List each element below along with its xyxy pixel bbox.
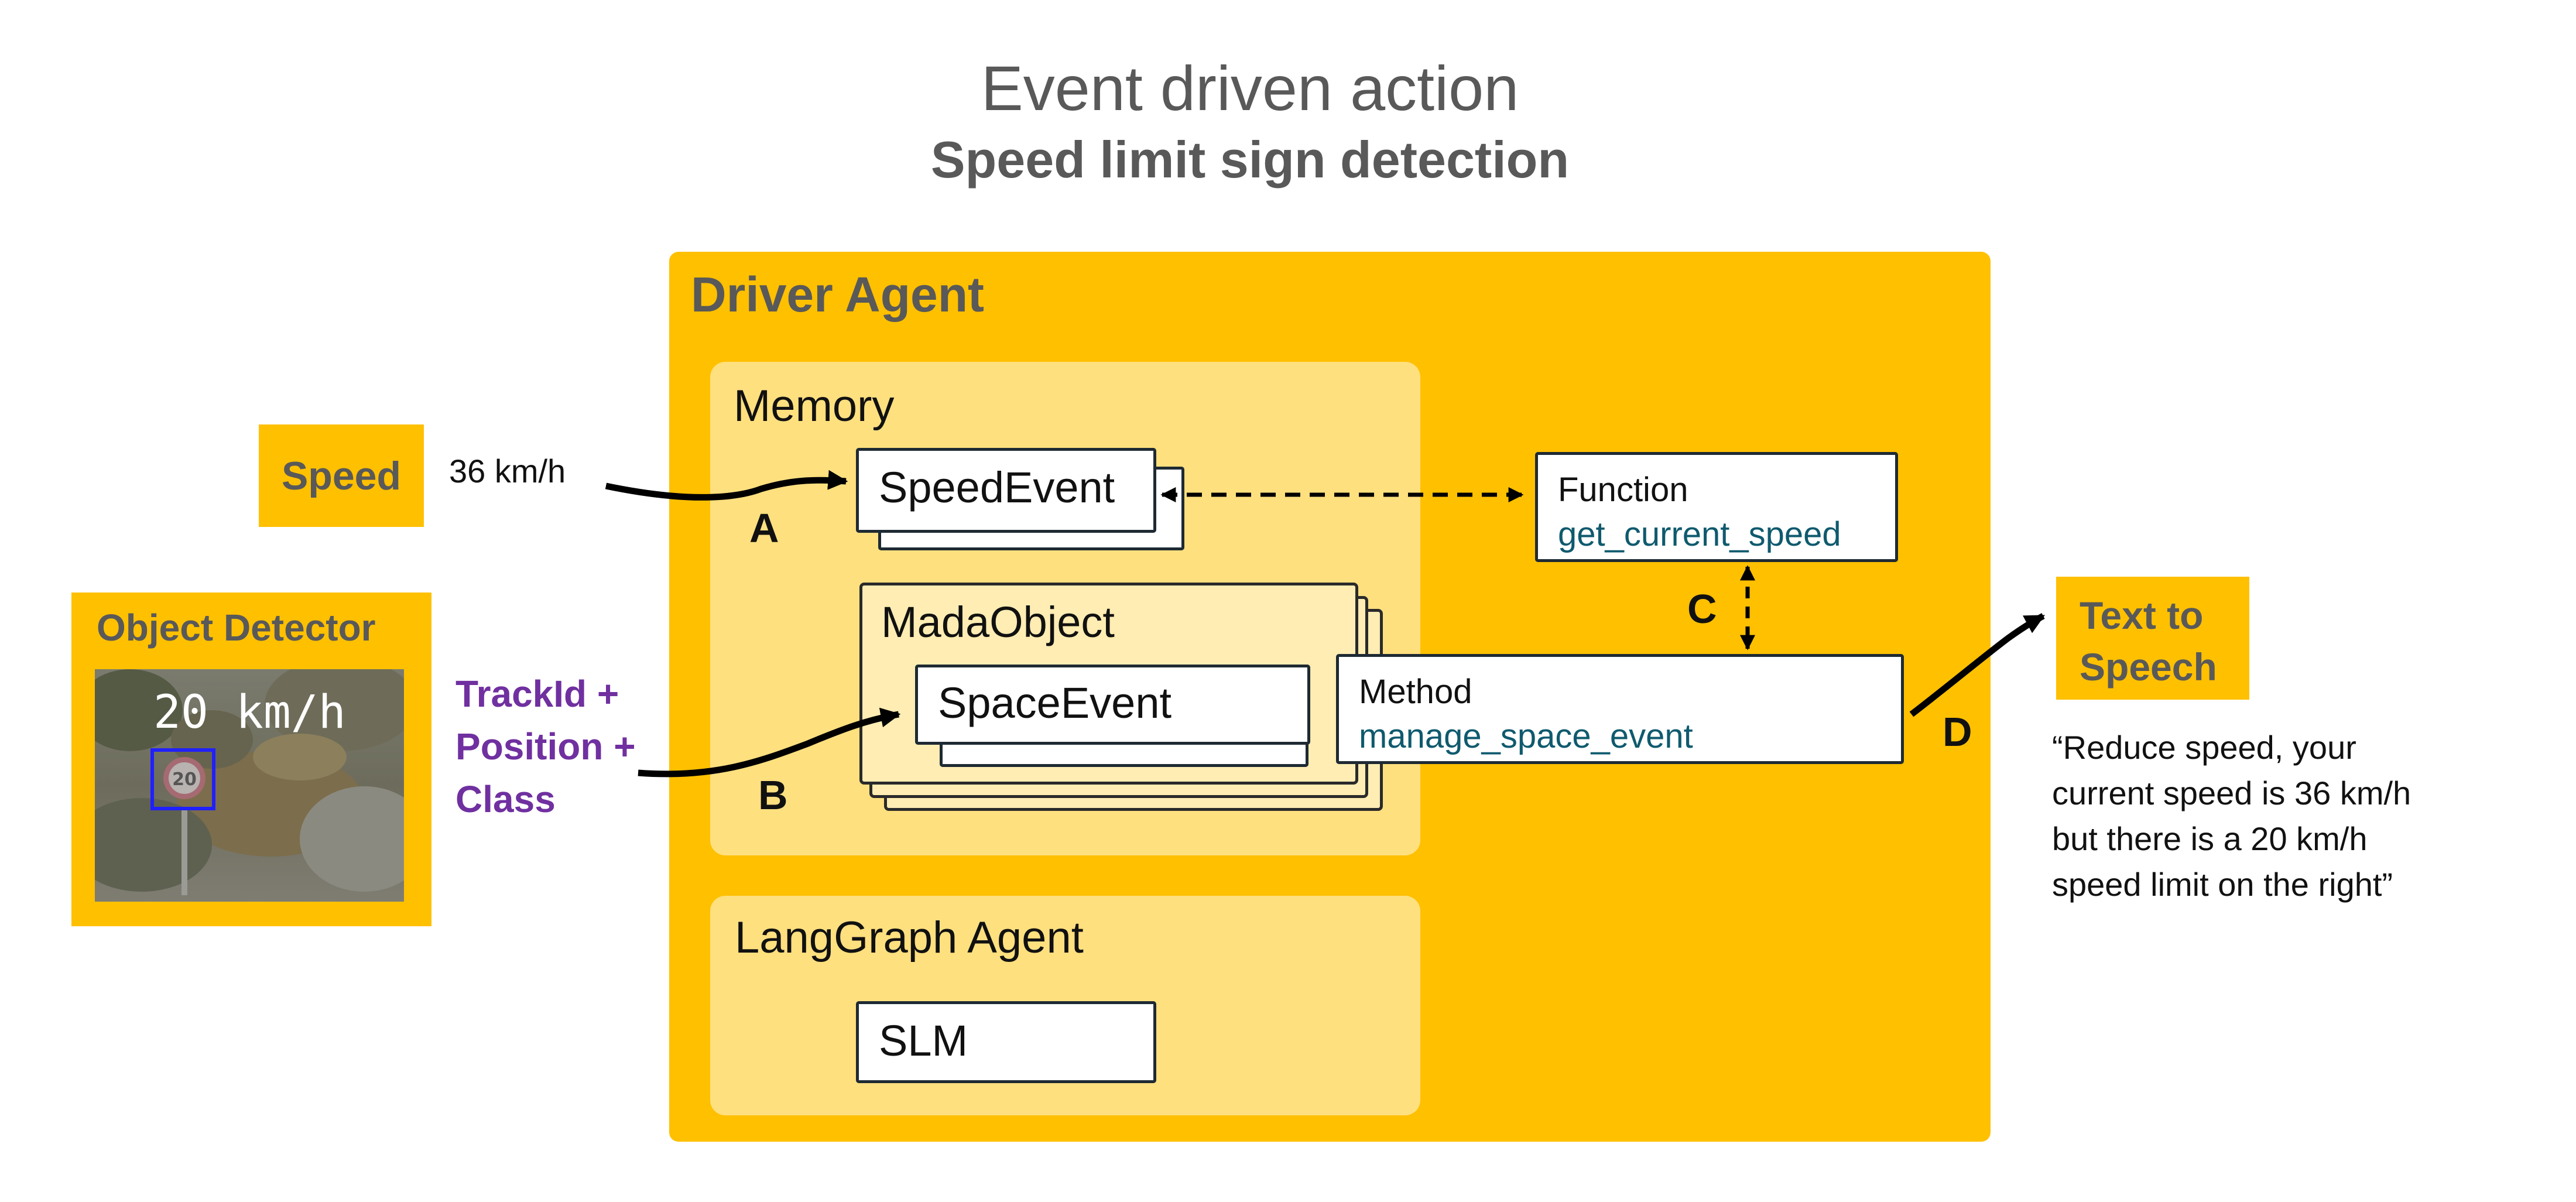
diagram-title: Event driven action xyxy=(981,53,1519,124)
memory-label: Memory xyxy=(734,381,895,431)
arrow-label-a: A xyxy=(749,505,779,551)
sign-value-text: 20 xyxy=(172,769,197,790)
track-info-text: TrackId + Position + Class xyxy=(455,667,636,826)
speech-output-text: “Reduce speed, your current speed is 36 … xyxy=(2052,725,2411,908)
speed-event-box: SpeedEvent xyxy=(856,448,1156,533)
speech-line-3: but there is a 20 km/h xyxy=(2052,820,2368,857)
function-label: Function xyxy=(1558,471,1688,509)
arrow-label-b: B xyxy=(758,772,788,818)
detector-overlay-text: 20 km/h xyxy=(153,686,346,739)
arrow-a xyxy=(605,470,848,501)
diagram-subtitle: Speed limit sign detection xyxy=(930,131,1570,189)
speed-source-box: Speed xyxy=(259,424,424,527)
arrow-label-c: C xyxy=(1687,586,1717,632)
method-label: Method xyxy=(1359,673,1472,711)
arrow-b xyxy=(638,707,901,778)
text-to-speech-box: Text to Speech xyxy=(2056,577,2249,700)
speed-source-label: Speed xyxy=(281,453,402,498)
tts-line-1: Text to xyxy=(2080,594,2204,637)
langgraph-label: LangGraph Agent xyxy=(735,913,1084,963)
camera-scene-graphic: 20 20 km/h xyxy=(95,669,404,902)
arrow-d xyxy=(1909,613,2045,717)
space-event-label: SpaceEvent xyxy=(938,679,1172,727)
track-info-line-2: Position + xyxy=(455,725,636,768)
speech-line-2: current speed is 36 km/h xyxy=(2052,775,2411,811)
object-detector-label: Object Detector xyxy=(97,607,376,649)
speech-line-4: speed limit on the right” xyxy=(2052,866,2393,903)
track-info-line-1: TrackId + xyxy=(455,673,619,715)
method-name: manage_space_event xyxy=(1359,717,1693,755)
method-box: Method manage_space_event xyxy=(1336,654,1904,764)
track-info-line-3: Class xyxy=(455,778,556,820)
driver-agent-label: Driver Agent xyxy=(691,267,985,322)
function-box: Function get_current_speed xyxy=(1535,452,1898,562)
speed-event-label: SpeedEvent xyxy=(879,463,1115,512)
speed-value: 36 km/h xyxy=(449,453,566,489)
tts-line-2: Speech xyxy=(2080,645,2217,689)
speech-line-1: “Reduce speed, your xyxy=(2052,729,2356,766)
space-event-box: SpaceEvent xyxy=(915,665,1310,745)
mada-object-label: MadaObject xyxy=(881,598,1115,646)
function-name: get_current_speed xyxy=(1558,515,1841,553)
arrow-label-d: D xyxy=(1943,709,1972,755)
slm-label: SLM xyxy=(879,1016,968,1065)
slm-box: SLM xyxy=(856,1001,1156,1083)
camera-frame-image: 20 20 km/h xyxy=(95,669,404,902)
